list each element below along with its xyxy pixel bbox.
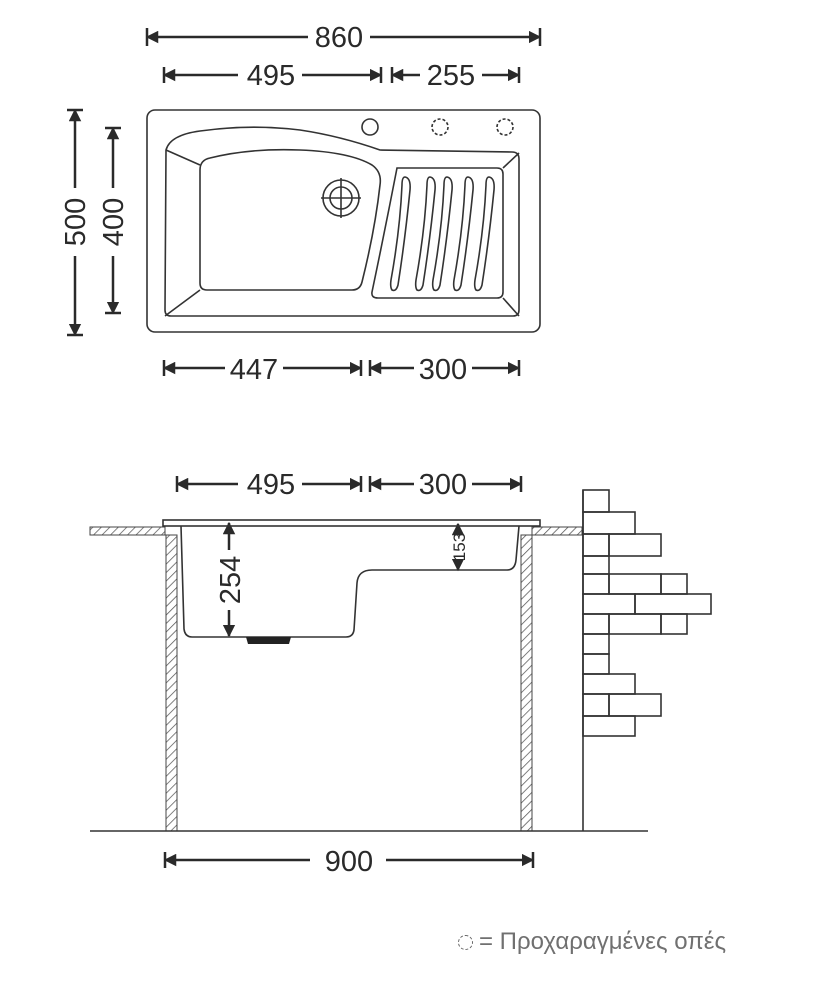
dim-label: 860 <box>315 22 363 54</box>
drainboard-grooves <box>389 176 495 292</box>
svg-text:500: 500 <box>60 198 92 246</box>
pre-scored-hole-icon <box>431 118 449 136</box>
legend: = Προχαραγμένες οπές <box>458 928 726 956</box>
bowl <box>199 148 382 291</box>
sink-top-view <box>146 109 541 333</box>
dim-section-bowl-width: 495 <box>175 469 363 501</box>
svg-text:495: 495 <box>247 60 295 92</box>
dim-cabinet-width: 900 <box>163 846 535 878</box>
pre-scored-hole-icon <box>496 118 514 136</box>
svg-text:254: 254 <box>215 556 247 604</box>
svg-text:495: 495 <box>247 469 295 501</box>
legend-text: = Προχαραγμένες οπές <box>479 928 727 955</box>
dim-bowl-width-top: 495 <box>162 60 383 92</box>
drainboard <box>371 167 504 299</box>
svg-text:153: 153 <box>450 533 469 561</box>
brick-wall <box>582 489 712 831</box>
dim-drainer-width-bottom: 300 <box>368 354 521 386</box>
svg-text:400: 400 <box>98 198 130 246</box>
sink-section-view <box>89 519 648 832</box>
svg-text:300: 300 <box>419 354 467 386</box>
dim-drainer-depth: 153 <box>450 522 469 572</box>
svg-text:447: 447 <box>230 354 278 386</box>
dim-bowl-width-bottom: 447 <box>162 354 363 386</box>
dim-bowl-depth: 254 <box>215 521 247 638</box>
dim-total-width: 860 <box>145 22 542 54</box>
dashed-circle-icon <box>458 934 473 950</box>
dim-total-depth: 500 <box>60 108 92 337</box>
dim-drainer-width-top: 255 <box>390 60 521 92</box>
drain-outlet <box>246 637 291 644</box>
svg-text:900: 900 <box>325 846 373 878</box>
svg-text:300: 300 <box>419 469 467 501</box>
tap-hole-icon <box>361 118 379 136</box>
dim-inner-depth: 400 <box>98 126 130 315</box>
svg-text:255: 255 <box>427 60 475 92</box>
drain-icon <box>321 178 361 218</box>
dim-section-drainer-width: 300 <box>368 469 523 501</box>
